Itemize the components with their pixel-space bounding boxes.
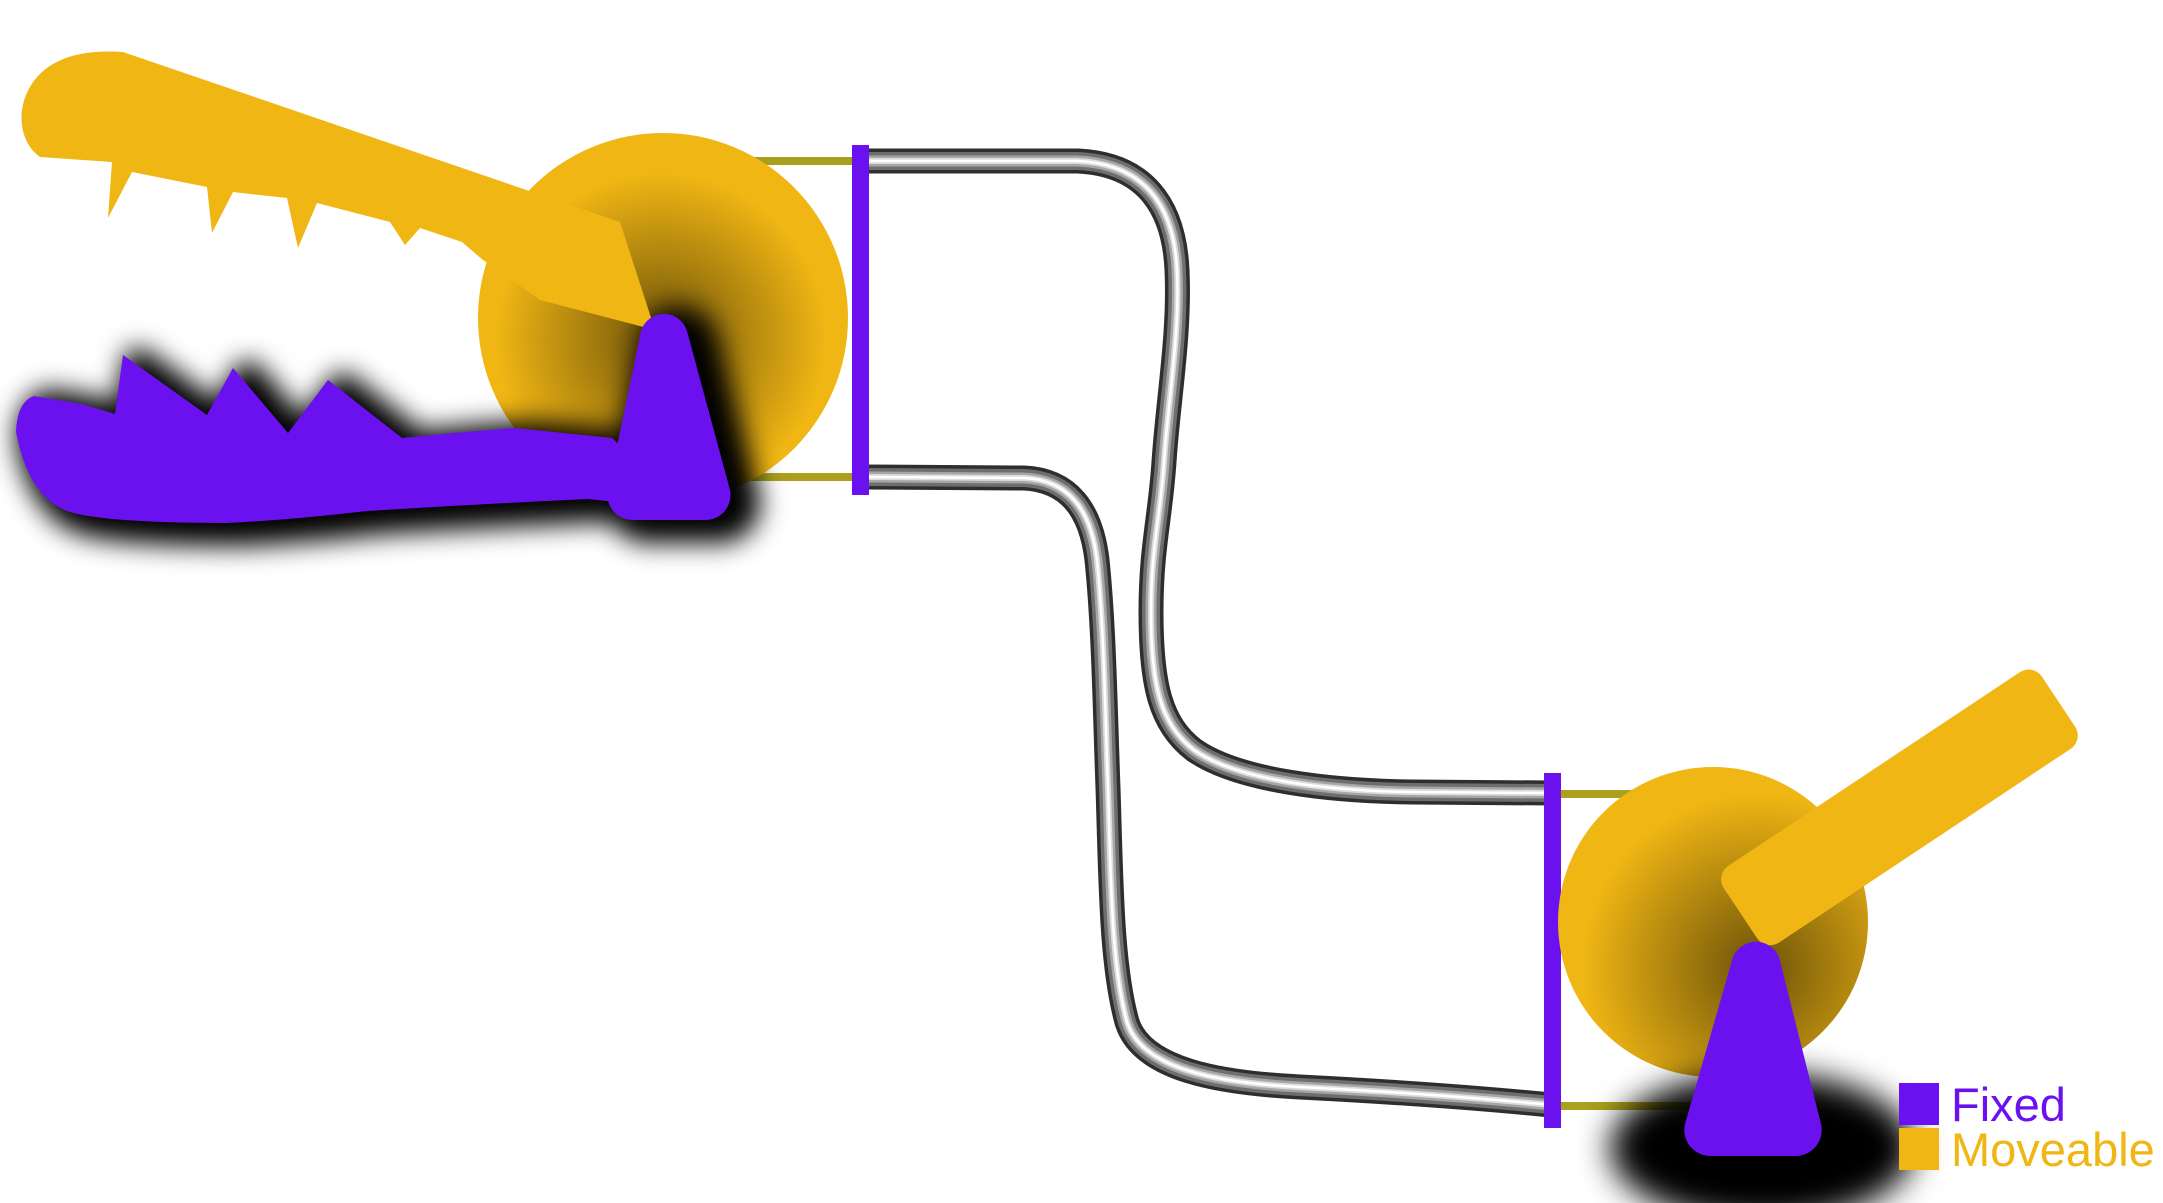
fixed-lever-arm-left [16,355,648,523]
cable-bottom [865,464,1553,1118]
legend-label-fixed: Fixed [1951,1078,2066,1131]
legend-label-moveable: Moveable [1951,1123,2155,1176]
cable-top [866,148,1552,806]
anchor-bar-right [1544,773,1561,1128]
moveable-lever-right [1721,669,2078,946]
clamp-wedge-left [607,313,731,520]
fixed-lever-left [16,313,731,523]
anchor-bar-left [852,145,869,495]
moveable-lever-left [21,51,655,331]
legend-swatch-moveable [1899,1128,1939,1170]
legend-swatch-fixed [1899,1083,1939,1125]
legend: Fixed Moveable [1899,1078,2155,1176]
lever-assembly-top-left [16,51,848,546]
clamp-wedge-right [1684,941,1822,1157]
